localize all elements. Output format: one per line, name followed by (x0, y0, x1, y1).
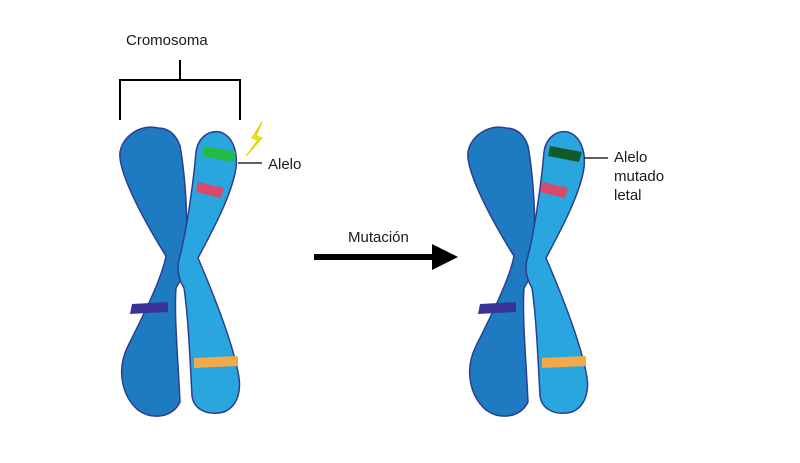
lethal-allele-label-line-1: Alelo (614, 149, 648, 166)
chromosome-label: Cromosoma (126, 32, 208, 49)
band-purple (130, 302, 168, 314)
lethal-allele-label-line-2: mutado (614, 168, 665, 185)
band-purple (478, 302, 516, 314)
band-orange (194, 356, 238, 368)
lightning-icon (245, 121, 263, 157)
chromosome-bracket (119, 60, 241, 120)
chromosome-icon (467, 126, 589, 417)
mutation-label: Mutación (348, 229, 409, 246)
band-pink (196, 182, 224, 198)
band-pink (540, 182, 568, 198)
chromosome-icon (119, 126, 241, 417)
band-orange (542, 356, 586, 368)
lethal-allele-label-line-3: letal (614, 187, 642, 204)
arrow-right-icon (314, 244, 458, 270)
allele-band-lethal (548, 146, 582, 162)
allele-band-normal (202, 146, 236, 162)
lethal-allele-label: Alelo mutado letal (614, 148, 664, 205)
allele-label: Alelo (268, 156, 302, 173)
